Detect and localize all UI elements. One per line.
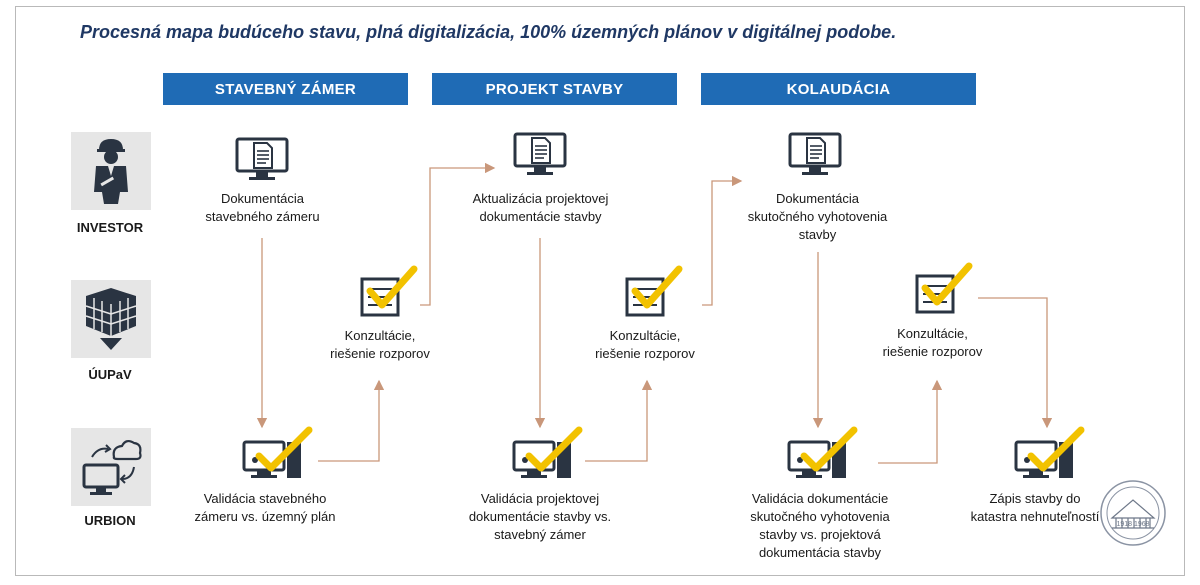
building-icon: [85, 288, 137, 350]
seal-text: 1918 1968: [1116, 521, 1149, 528]
arrow-kon3-zapis: [978, 297, 1053, 429]
phase-kolaudacia: KOLAUDÁCIA: [701, 73, 976, 105]
actor-uupav-tile: [71, 280, 151, 358]
doc1-icon-wrap: [232, 135, 292, 185]
zapis-icon-wrap: [1012, 425, 1087, 485]
arrow-val1-kon1: [318, 379, 385, 462]
kon1-label: Konzultácie, riešenie rozporov: [330, 328, 430, 361]
checklist-icon: [915, 262, 972, 314]
val3-label: Validácia dokumentácie skutočného vyhoto…: [750, 491, 890, 560]
document-monitor-icon: [235, 137, 289, 180]
kon3-label: Konzultácie, riešenie rozporov: [882, 326, 983, 359]
computer-check-icon: [242, 426, 312, 478]
actor-urbion-label: URBION: [84, 513, 136, 528]
checklist-icon: [625, 265, 682, 317]
actor-investor-tile: [71, 132, 151, 210]
val3-icon-wrap: [785, 425, 860, 485]
actor-uupav-label: ÚUPaV: [88, 367, 132, 382]
zapis-label: Zápis stavby do katastra nehnuteľností: [970, 491, 1100, 524]
val2-label: Validácia projektovej dokumentácie stavb…: [468, 491, 612, 542]
arrow-kon1-doc2: [420, 162, 496, 306]
doc3-icon-wrap: [785, 130, 845, 180]
val2-icon-wrap: [510, 425, 585, 485]
arrow-val3-kon3: [878, 379, 943, 464]
phase-stavebny-zamer: STAVEBNÝ ZÁMER: [163, 73, 408, 105]
seal-icon: 1918 1968: [1100, 480, 1166, 546]
computer-check-icon: [787, 426, 857, 478]
cloud-computer-icon: [82, 439, 142, 495]
kon3-icon-wrap: [910, 262, 975, 318]
kon2-icon-wrap: [620, 265, 685, 321]
kon2-label: Konzultácie, riešenie rozporov: [595, 328, 695, 361]
doc1-label: Dokumentácia stavebného zámeru: [205, 191, 320, 224]
actor-urbion-tile: [71, 428, 151, 506]
arrow-kon2-doc3: [702, 175, 743, 306]
page-title: Procesná mapa budúceho stavu, plná digit…: [80, 22, 897, 42]
engineer-icon: [94, 139, 128, 204]
actor-investor-label: INVESTOR: [76, 220, 144, 235]
doc3-label: Dokumentácia skutočného vyhotovenia stav…: [747, 191, 888, 242]
checklist-icon: [360, 265, 417, 317]
diagram-frame: [15, 6, 1185, 576]
arrow-val2-kon2: [585, 379, 653, 462]
phase-projekt-stavby: PROJEKT STAVBY: [432, 73, 677, 105]
doc2-icon-wrap: [510, 130, 570, 180]
computer-check-icon: [512, 426, 582, 478]
doc2-label: Aktualizácia projektovej dokumentácie st…: [472, 191, 609, 224]
computer-check-icon: [1014, 426, 1084, 478]
kon1-icon-wrap: [355, 265, 420, 321]
val1-icon-wrap: [240, 425, 315, 485]
document-monitor-icon: [513, 132, 567, 175]
document-monitor-icon: [788, 132, 842, 175]
val1-label: Validácia stavebného zámeru vs. územný p…: [194, 491, 336, 524]
